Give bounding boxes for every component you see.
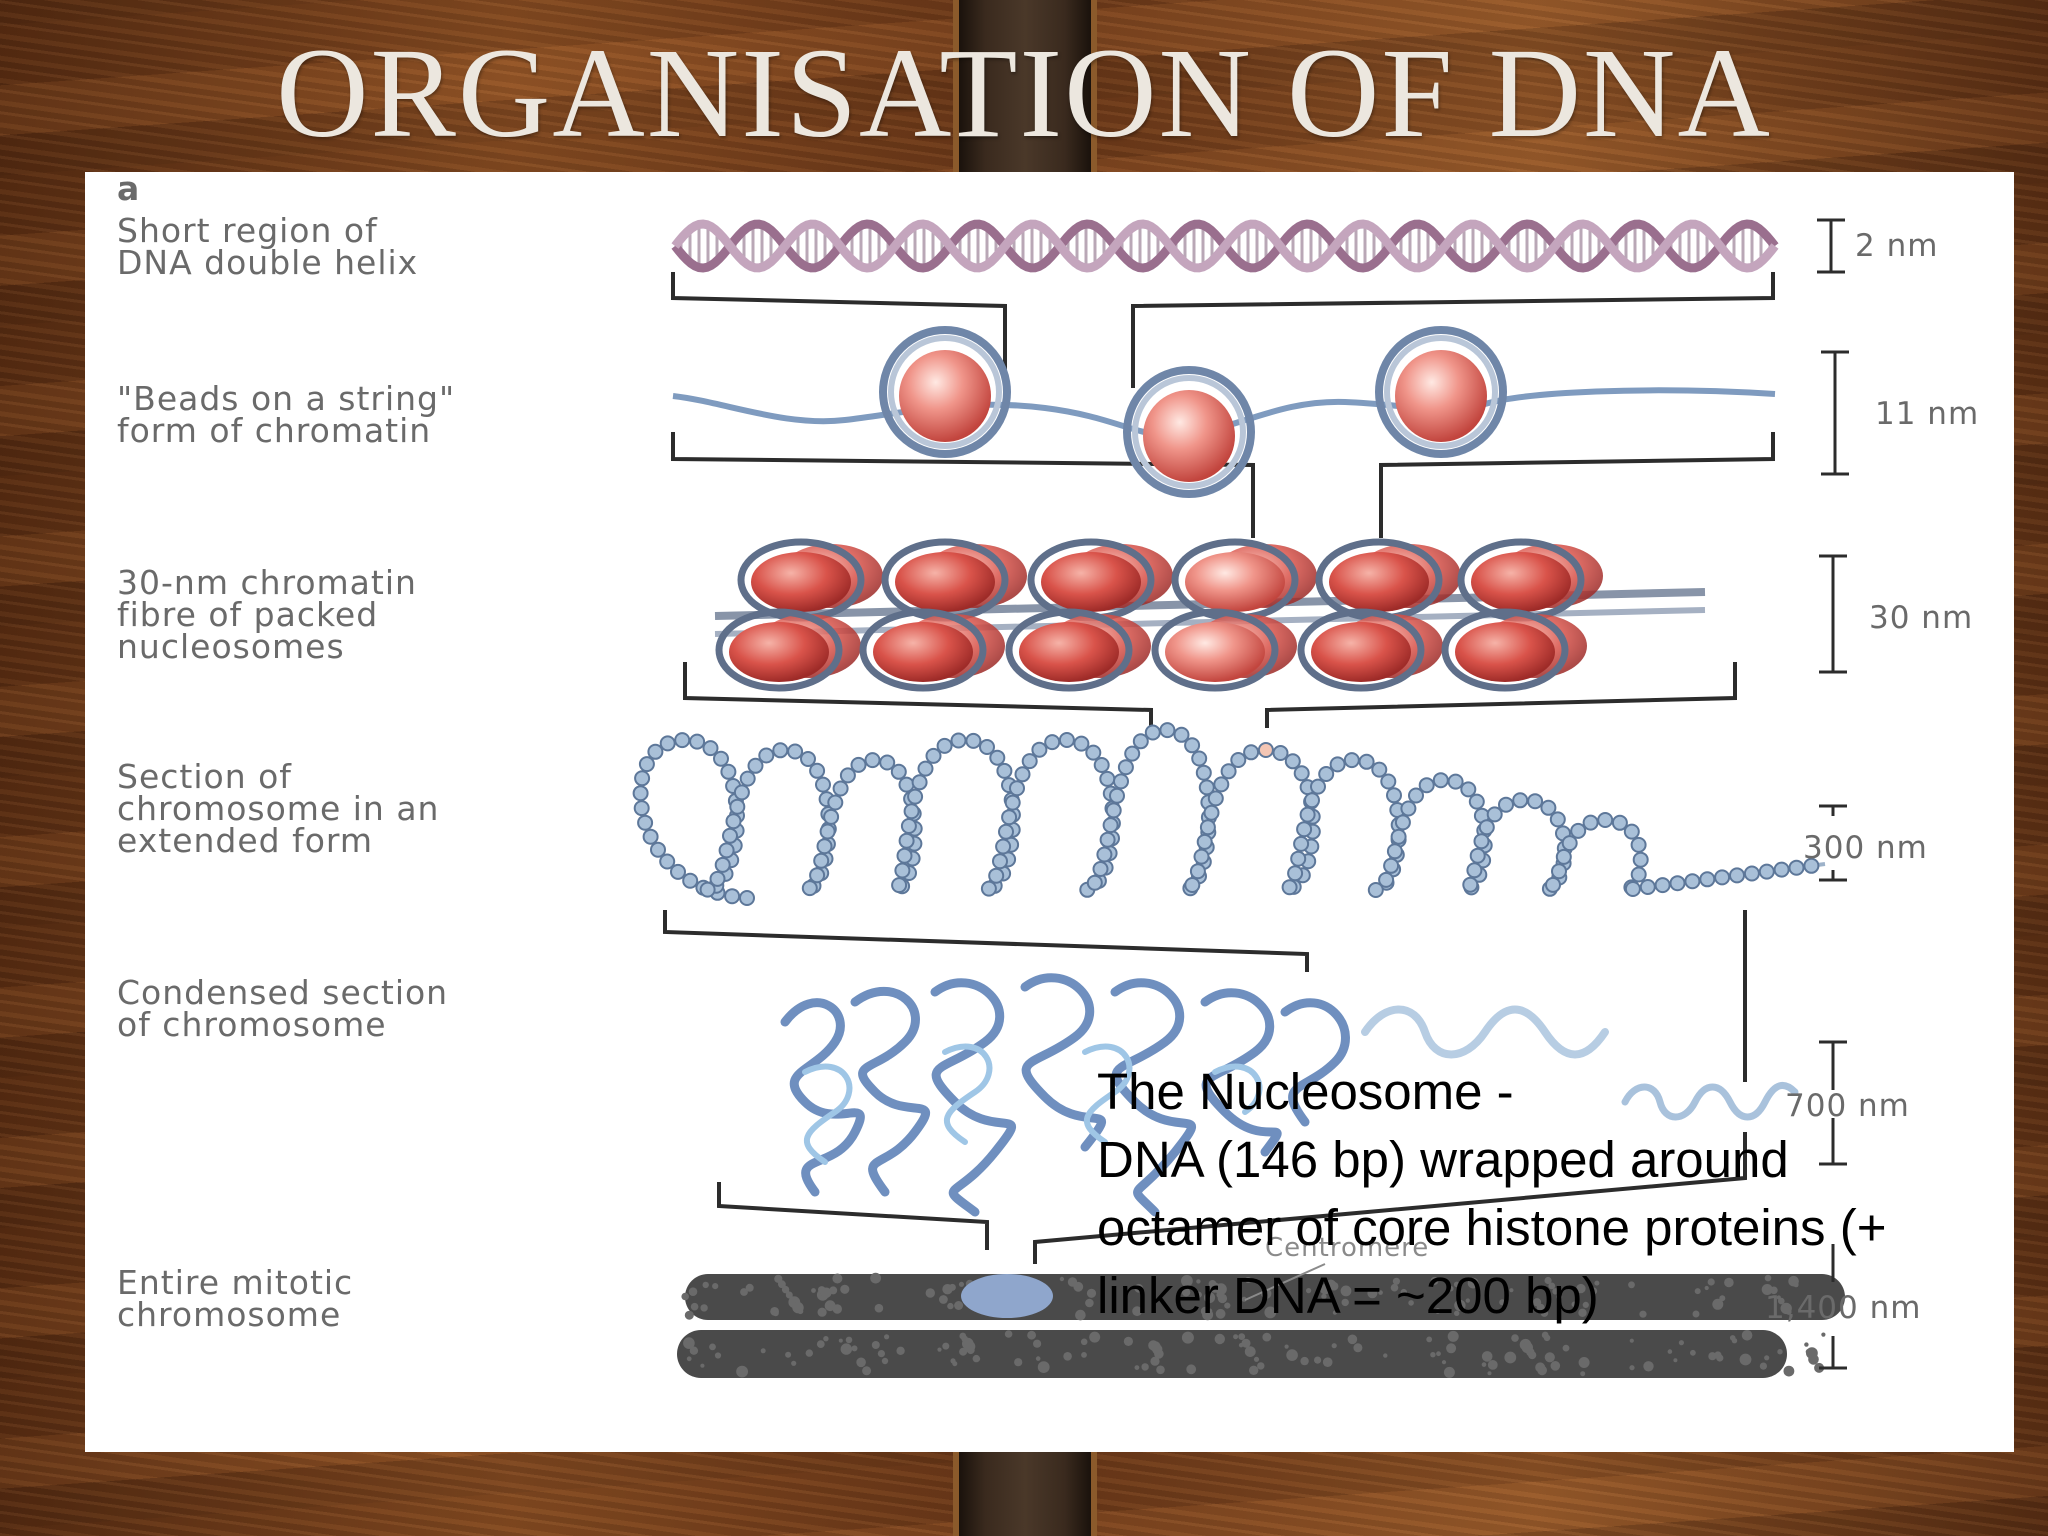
svg-text:"Beads on a string": "Beads on a string" bbox=[117, 379, 455, 418]
svg-text:fibre of packed: fibre of packed bbox=[117, 595, 378, 634]
level-label-5: Condensed section of chromosome bbox=[117, 973, 448, 1044]
svg-text:chromosome in an: chromosome in an bbox=[117, 789, 439, 828]
scale-bars bbox=[1817, 218, 1849, 1370]
scale-label-1400nm: 1,400 nm bbox=[1765, 1290, 1921, 1326]
chromatin-fibre-30nm bbox=[714, 538, 1706, 692]
svg-text:extended form: extended form bbox=[117, 821, 373, 860]
svg-text:of chromosome: of chromosome bbox=[117, 1005, 387, 1044]
caption-line-4: linker DNA = ~200 bp) bbox=[1097, 1267, 1599, 1324]
caption-line-3: octamer of core histone proteins (+ bbox=[1097, 1199, 1887, 1256]
level-label-1: Short region of DNA double helix bbox=[117, 211, 418, 282]
caption-line-2: DNA (146 bp) wrapped around bbox=[1097, 1131, 1789, 1188]
level-label-2: "Beads on a string" form of chromatin bbox=[117, 379, 455, 450]
centromere-label: Centromere bbox=[1265, 1233, 1429, 1263]
extended-chromosome-loops bbox=[632, 722, 1826, 906]
level-label-4: Section of chromosome in an extended for… bbox=[117, 757, 439, 860]
scale-bar-2nm bbox=[1817, 218, 1845, 274]
scale-label-2nm: 2 nm bbox=[1855, 228, 1938, 264]
svg-text:form of chromatin: form of chromatin bbox=[117, 411, 431, 450]
svg-text:30-nm chromatin: 30-nm chromatin bbox=[117, 563, 417, 602]
mitotic-chromosome: Centromere bbox=[677, 1233, 1845, 1378]
scale-label-300nm: 300 nm bbox=[1803, 830, 1928, 866]
connector-lines bbox=[663, 272, 1775, 1264]
scale-bar-700nm bbox=[1819, 1040, 1847, 1166]
level-label-3: 30-nm chromatin fibre of packed nucleoso… bbox=[117, 563, 417, 666]
scale-bar-30nm bbox=[1819, 554, 1847, 674]
scale-bar-1400nm bbox=[1819, 1244, 1847, 1370]
dna-double-helix bbox=[671, 219, 1779, 273]
scale-bar-11nm bbox=[1821, 350, 1849, 476]
scale-label-11nm: 11 nm bbox=[1875, 396, 1979, 432]
svg-text:DNA double helix: DNA double helix bbox=[117, 243, 418, 282]
scale-bar-300nm bbox=[1819, 804, 1847, 882]
slide-title: ORGANISATION OF DNA bbox=[276, 22, 1772, 164]
panel-letter: a bbox=[117, 172, 140, 208]
svg-text:Section of: Section of bbox=[117, 757, 292, 796]
svg-text:Condensed section: Condensed section bbox=[117, 973, 448, 1012]
svg-text:Short region of: Short region of bbox=[117, 211, 378, 250]
svg-text:Entire mitotic: Entire mitotic bbox=[117, 1263, 353, 1302]
svg-text:chromosome: chromosome bbox=[117, 1295, 341, 1334]
diagram-svg: a Short region of DNA double helix "Bead… bbox=[117, 172, 1979, 1378]
scale-label-30nm: 30 nm bbox=[1869, 600, 1973, 636]
centromere-highlight bbox=[961, 1274, 1053, 1318]
level-label-6: Entire mitotic chromosome bbox=[117, 1263, 353, 1334]
dna-organisation-diagram: a Short region of DNA double helix "Bead… bbox=[85, 172, 2014, 1452]
condensed-chromosome-section bbox=[780, 973, 1799, 1217]
nucleosome-caption: The Nucleosome - DNA (146 bp) wrapped ar… bbox=[1097, 1058, 1997, 1330]
scale-label-700nm: 700 nm bbox=[1785, 1088, 1910, 1124]
caption-line-1: The Nucleosome - bbox=[1097, 1063, 1514, 1120]
beads-on-string bbox=[672, 326, 1776, 498]
svg-text:nucleosomes: nucleosomes bbox=[117, 627, 345, 666]
